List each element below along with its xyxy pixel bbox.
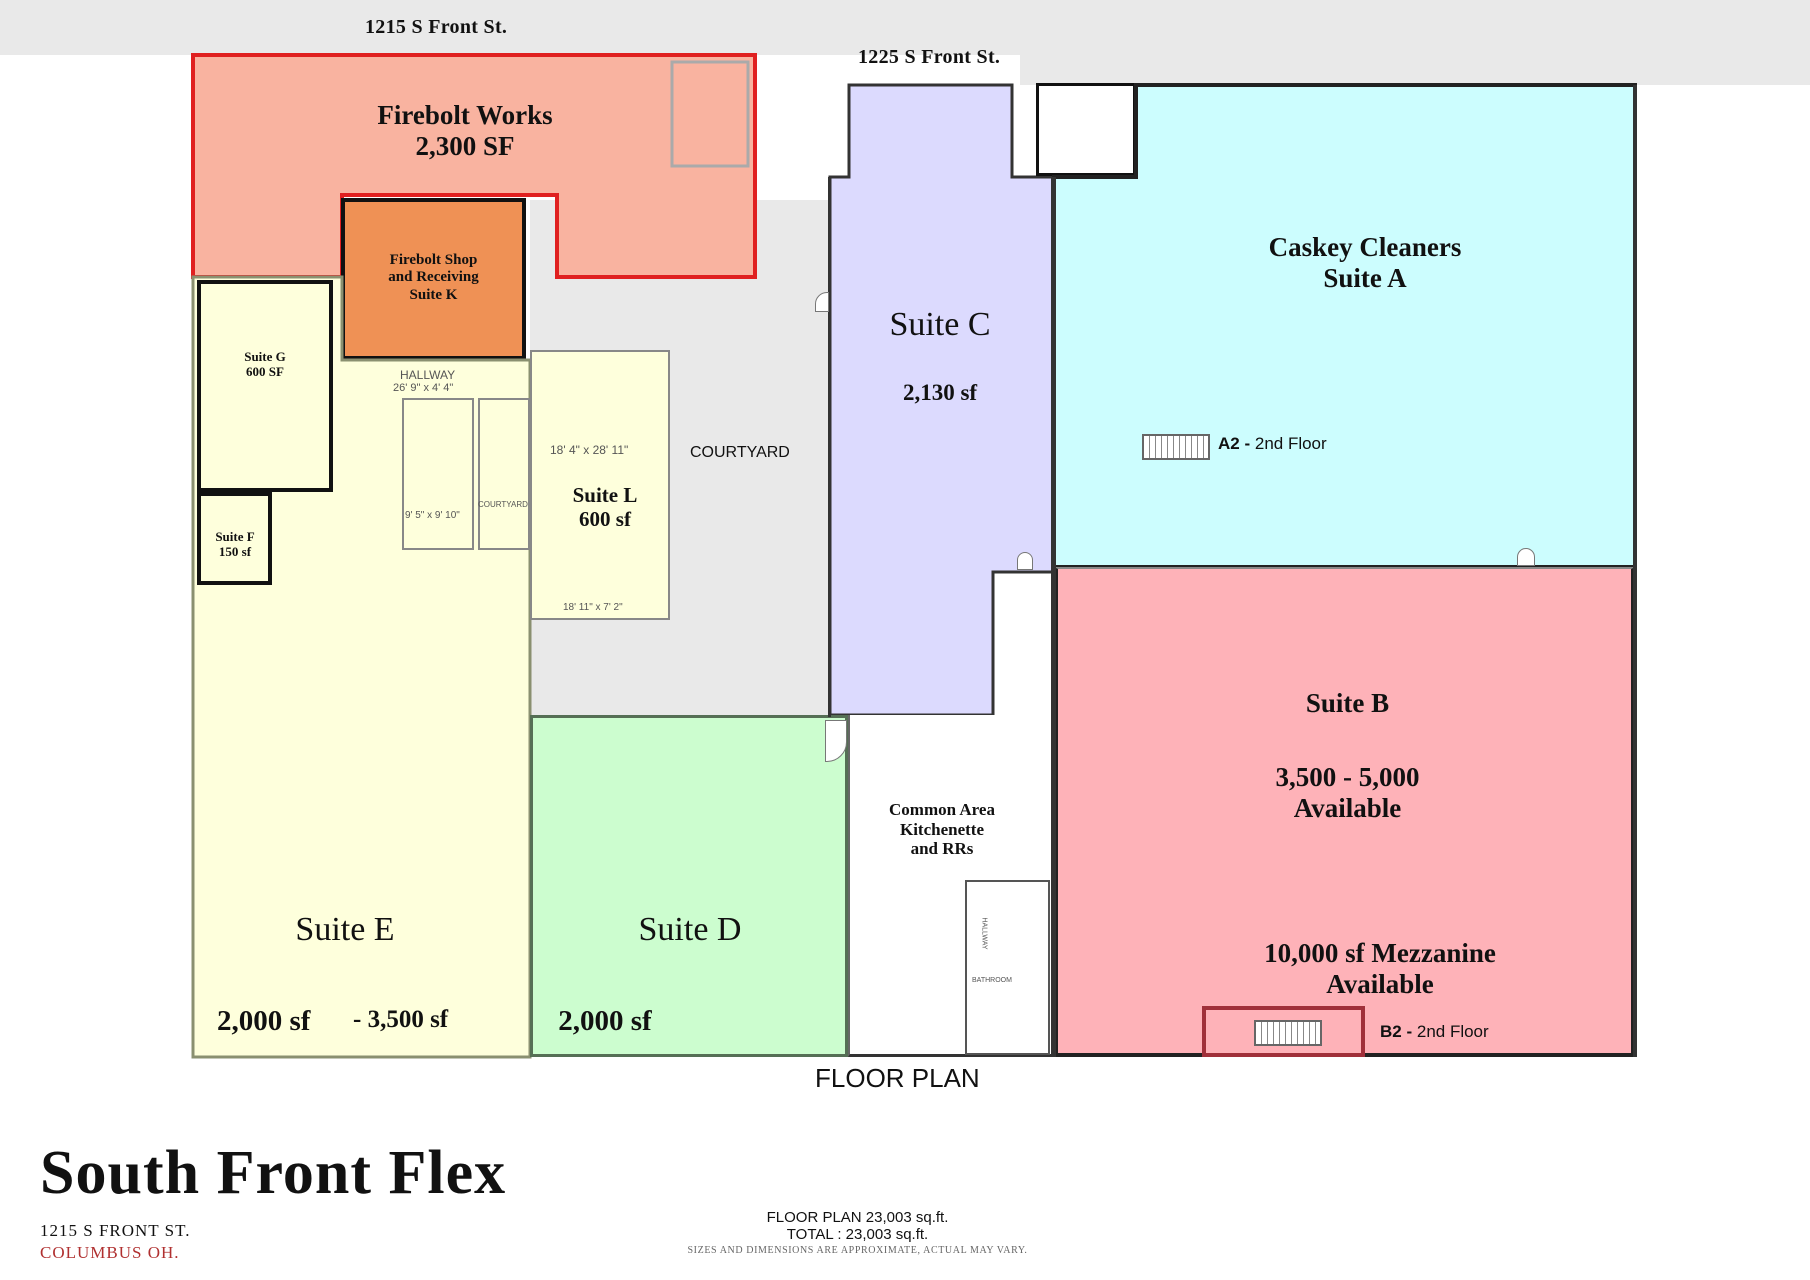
suite-b-size: 3,500 - 5,000 [1275, 762, 1420, 792]
suite-a-name: Caskey Cleaners [1268, 232, 1462, 262]
wall-east [1633, 85, 1637, 1057]
common-area-line3: and RRs [910, 839, 974, 859]
suite-b-mezzanine: 10,000 sf Mezzanine Available [1220, 938, 1540, 1000]
size-disclaimer: SIZES AND DIMENSIONS ARE APPROXIMATE, AC… [687, 1245, 1028, 1256]
common-area [848, 715, 1054, 1057]
suite-l-label: Suite L 600 sf [545, 483, 665, 531]
suite-d-name: Suite D [638, 911, 742, 948]
suite-a-floor: A2 - 2nd Floor [1218, 434, 1327, 454]
firebolt-works-name: Firebolt Works [377, 100, 553, 130]
suite-a-floor-text: 2nd Floor [1254, 434, 1327, 453]
suite-b [1054, 567, 1635, 1057]
restroom-area [965, 880, 1050, 1055]
small-room-dimension: 9' 5" x 9' 10" [405, 510, 460, 521]
suite-b-availability: 3,500 - 5,000 Available [1215, 762, 1480, 824]
suite-a-label: Caskey Cleaners Suite A [1230, 232, 1500, 294]
suite-b-mezz-available: Available [1326, 969, 1434, 1000]
firebolt-works-size: 2,300 SF [415, 131, 515, 162]
stair-b2-icon [1254, 1020, 1322, 1046]
restroom-block [402, 398, 474, 550]
suite-d [530, 715, 848, 1057]
property-title: South Front Flex [40, 1139, 507, 1207]
suite-b-floor-text: 2nd Floor [1416, 1022, 1489, 1041]
suite-k-label: Firebolt Shop and Receiving Suite K [345, 252, 522, 304]
common-area-line1: Common Area [889, 800, 995, 819]
suite-c-size: 2,130 sf [902, 380, 978, 405]
suite-a-floor-code: A2 - [1218, 434, 1251, 453]
suite-b-mezz-size: 10,000 sf Mezzanine [1264, 938, 1496, 968]
suite-e-size-b: - 3,500 sf [353, 1006, 449, 1033]
firebolt-works-label: Firebolt Works 2,300 SF [330, 100, 600, 162]
suite-b-name: Suite B [1305, 688, 1390, 718]
courtyard-label: COURTYARD [690, 444, 790, 461]
suite-l-dimension: 18' 4" x 28' 11" [550, 443, 629, 457]
total-area: TOTAL : 23,003 sq.ft. [786, 1225, 929, 1243]
floor-plan-area: FLOOR PLAN 23,003 sq.ft. [766, 1209, 949, 1226]
suite-g-name: Suite G [244, 349, 286, 364]
door-icon [1017, 552, 1033, 570]
property-address: 1215 S FRONT ST. [40, 1221, 191, 1240]
restroom-hallway-label: HALLWAY [980, 917, 988, 950]
suite-g [197, 280, 333, 492]
suite-f-size: 150 sf [218, 543, 252, 559]
suite-k-line2: and Receiving [388, 269, 479, 286]
street-label-1215: 1215 S Front St. [365, 16, 508, 38]
suite-b-floor-code: B2 - [1380, 1022, 1413, 1041]
small-courtyard-label: COURTYARD [478, 500, 528, 509]
door-icon [1517, 548, 1535, 566]
wall-divider [1051, 177, 1056, 1057]
suite-d-size: 2,000 sf [558, 1005, 652, 1037]
suite-a-sub: Suite A [1323, 263, 1407, 294]
door-icon [815, 292, 829, 312]
small-courtyard [478, 398, 530, 550]
stair-a2-icon [1142, 434, 1210, 460]
street-label-1225: 1225 S Front St. [858, 46, 1001, 68]
street-band-right [1020, 55, 1810, 85]
suite-k-line1: Firebolt Shop [389, 252, 478, 268]
suite-g-size: 600 SF [246, 363, 284, 379]
storage-room [1036, 83, 1136, 176]
suite-e-size-a: 2,000 sf [217, 1005, 311, 1037]
suite-c-name: Suite C [889, 306, 991, 343]
suite-k-line3: Suite K [409, 286, 458, 303]
suite-l-bottom-dimension: 18' 11" x 7' 2" [563, 602, 623, 613]
common-area-line2: Kitchenette [899, 819, 985, 839]
suite-l-size: 600 sf [579, 507, 631, 532]
common-area-label: Common Area Kitchenette and RRs [862, 800, 1022, 859]
hallway-dimension: 26' 9" x 4' 4" [393, 382, 454, 394]
wall-suite-c-west [828, 177, 831, 717]
suite-l-name: Suite L [572, 483, 638, 507]
bathroom-label: BATHROOM [972, 977, 1012, 984]
suite-b-stair-box [1202, 1006, 1365, 1057]
suite-f [197, 492, 272, 585]
suite-e-name: Suite E [295, 911, 395, 948]
suite-b-floor: B2 - 2nd Floor [1380, 1022, 1489, 1042]
area-summary: FLOOR PLAN 23,003 sq.ft. TOTAL : 23,003 … [0, 1209, 1810, 1256]
suite-b-available: Available [1293, 793, 1402, 824]
property-city: COLUMBUS OH. [40, 1243, 180, 1262]
hallway-label: HALLWAY [400, 368, 456, 382]
floor-plan-caption: FLOOR PLAN [815, 1063, 980, 1093]
suite-f-label: Suite F 150 sf [199, 529, 271, 560]
suite-f-name: Suite F [215, 529, 255, 544]
suite-l [530, 350, 670, 620]
street-band-top [0, 0, 1810, 55]
suite-g-label: Suite G 600 SF [200, 349, 330, 380]
